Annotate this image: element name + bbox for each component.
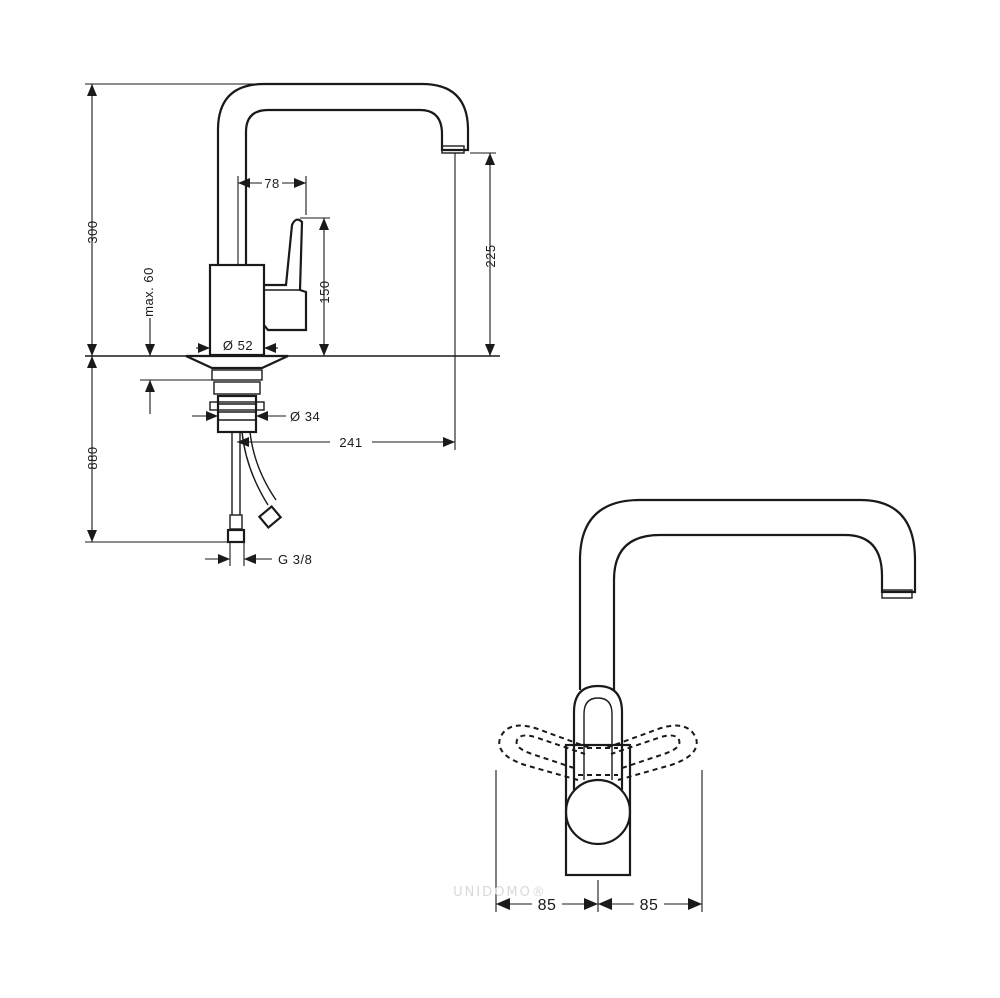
hose-fitting-left [229, 514, 243, 530]
dim-225-arrow-top [485, 153, 495, 165]
front-handle-hub [564, 778, 632, 846]
dim-max60-label: max. 60 [141, 267, 156, 317]
front-handle-loop [572, 684, 624, 790]
dim-g38-arrow-right [244, 554, 256, 564]
handle-swing-right [605, 724, 698, 781]
dim-241-arrow-left [237, 437, 249, 447]
dim-78-label: 78 [264, 176, 279, 191]
dim-max60-arrow-bot [145, 380, 155, 392]
shank-top [211, 369, 263, 381]
dim-85-arrow-1 [496, 898, 510, 910]
side-view: 300 880 max. 60 78 150 225 [85, 82, 500, 567]
dim-78-arrow-right [294, 178, 306, 188]
hose-nut-left [226, 528, 246, 544]
dim-300-arrow-bottom [87, 344, 97, 356]
handle-swing-left-inner [515, 734, 586, 769]
front-view: 85 85 [495, 498, 917, 914]
dim-241-label: 241 [339, 435, 362, 450]
dim-g38-arrow-left [218, 554, 230, 564]
hose-nut-right [257, 504, 283, 530]
dim-880-arrow-top [87, 356, 97, 368]
spout-aerator [441, 145, 465, 154]
dim-300-label: 300 [85, 220, 100, 243]
front-spout-outline [578, 498, 917, 690]
dim-225-arrow-bottom [485, 344, 495, 356]
dim-34-arrow-left [206, 411, 218, 421]
dim-85-left-label: 85 [538, 897, 557, 914]
shank-clamp [209, 401, 265, 411]
handle-swing-center [578, 747, 618, 776]
dim-34-arrow-right [256, 411, 268, 421]
dim-78-arrow-left [238, 178, 250, 188]
dim-52-arrow-left [198, 343, 210, 353]
shank-threaded [216, 394, 258, 434]
front-faucet-body [564, 743, 632, 877]
front-spout-aerator [881, 589, 913, 599]
dim-85-left-bg [532, 894, 562, 914]
shank-nut [213, 381, 261, 395]
dim-g38-label: G 3/8 [278, 552, 312, 567]
dim-225-label: 225 [483, 244, 498, 267]
dim-85-right-label: 85 [640, 897, 659, 914]
dim-85-arrow-2 [584, 898, 598, 910]
front-handle-inner [583, 697, 613, 780]
dim-85-arrow-3 [598, 898, 612, 910]
base-plate [185, 354, 289, 370]
handle-swing-right-inner [610, 734, 681, 769]
dim-300-arrow-top [87, 84, 97, 96]
hose-right [241, 431, 277, 506]
handle-lever [263, 218, 308, 332]
dim-52-label: Ø 52 [223, 338, 253, 353]
dim-150-arrow-bottom [319, 344, 329, 356]
dim-85-arrow-4 [688, 898, 702, 910]
watermark: UNIDOMO® [453, 885, 547, 900]
spout-outline [216, 82, 470, 265]
dim-150-arrow-top [319, 218, 329, 230]
dim-34-label: Ø 34 [290, 409, 320, 424]
dim-52-arrow-right [264, 343, 276, 353]
dim-85-right-bg [634, 894, 664, 914]
dim-max60-arrow-top [145, 344, 155, 356]
dim-150-label: 150 [317, 280, 332, 303]
dim-880-arrow-bottom [87, 530, 97, 542]
dim-880-label: 880 [85, 446, 100, 469]
dim-241-arrow-right [443, 437, 455, 447]
handle-swing-left [498, 724, 591, 781]
